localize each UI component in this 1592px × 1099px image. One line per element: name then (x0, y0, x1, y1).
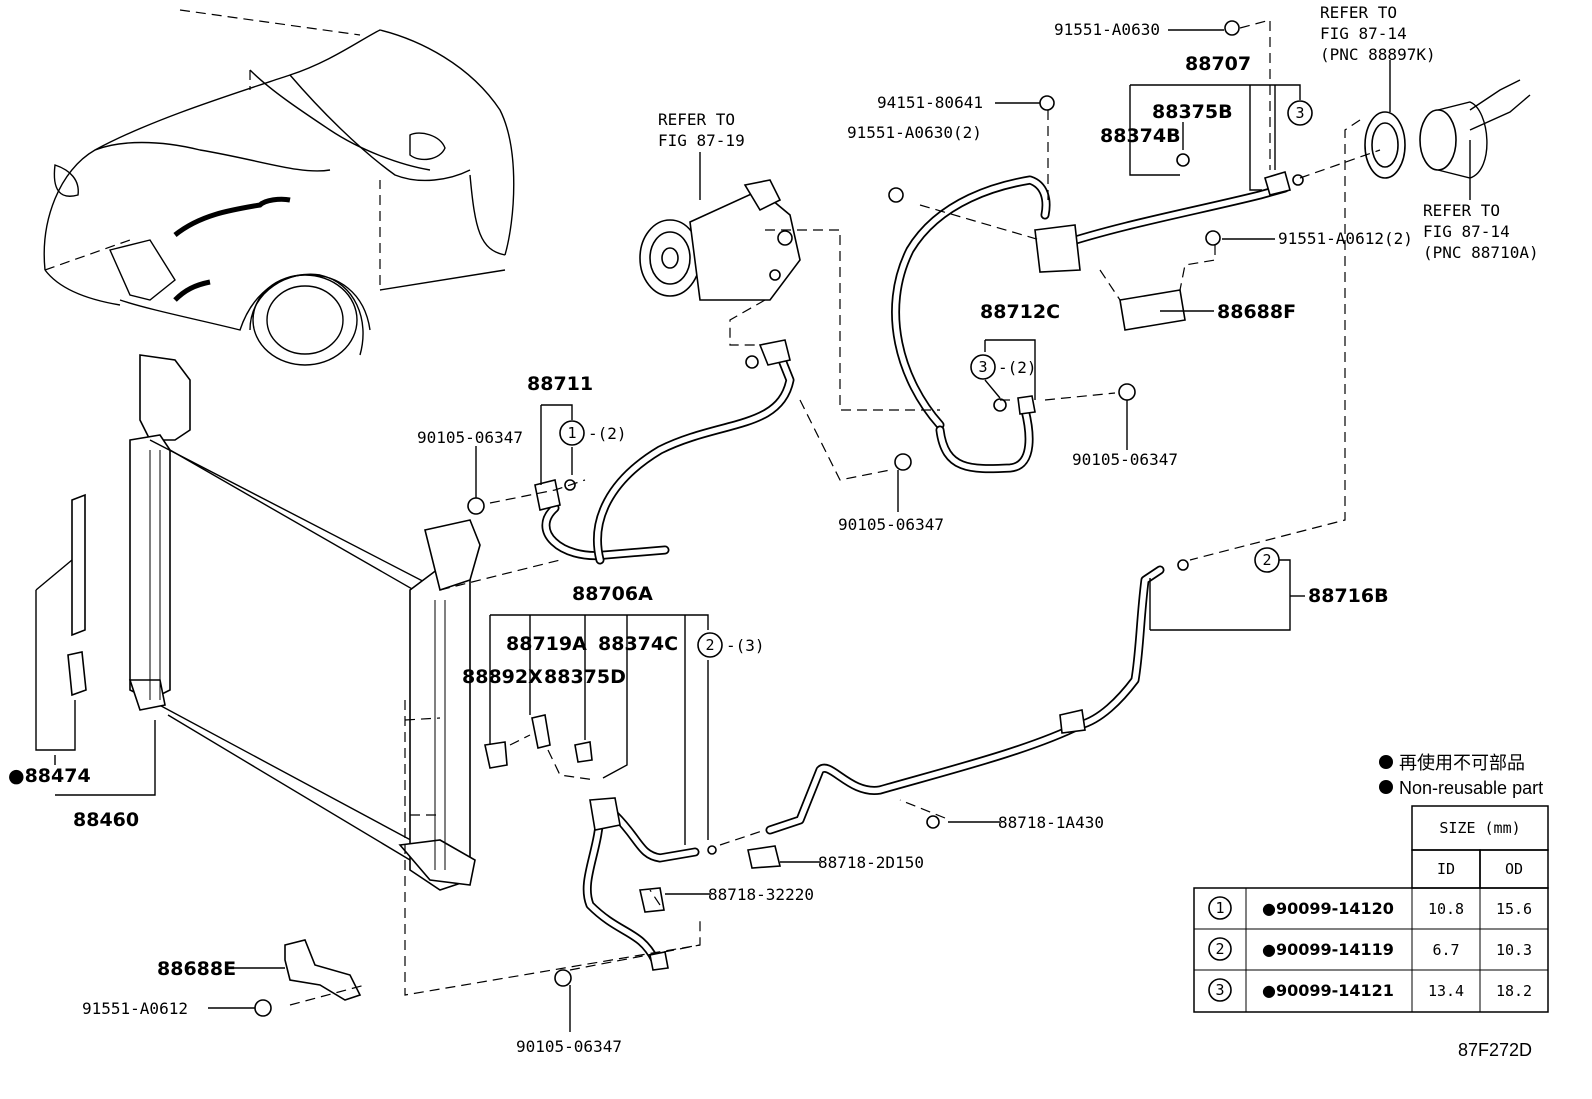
bracket-88688e (254, 20, 1240, 1017)
svg-text:●90099-14119: ●90099-14119 (1262, 940, 1394, 959)
svg-text:1: 1 (567, 424, 576, 442)
svg-text:3: 3 (978, 358, 987, 376)
svg-text:10.3: 10.3 (1496, 941, 1532, 959)
part-labels: 91551-A0630 88707 94151-80641 91551-A063… (8, 20, 1413, 1056)
pipe-88711 (534, 339, 795, 565)
svg-text:2: 2 (1262, 551, 1271, 569)
legend-en: Non-reusable part (1399, 778, 1543, 798)
svg-text:18.2: 18.2 (1496, 982, 1532, 1000)
label-88374b: 88374B (1100, 125, 1181, 147)
svg-text:REFER TO: REFER TO (1423, 201, 1500, 220)
svg-text:●90099-14120: ●90099-14120 (1262, 899, 1394, 918)
pipe-88712c (891, 175, 1051, 474)
svg-text:REFER TO: REFER TO (658, 110, 735, 129)
label-88892x: 88892X (462, 666, 543, 688)
svg-text:(PNC 88897K): (PNC 88897K) (1320, 45, 1436, 64)
svg-text:3: 3 (1295, 104, 1304, 122)
leader-lines (54, 29, 1471, 1032)
label-88460: 88460 (73, 809, 139, 831)
svg-text:●90099-14121: ●90099-14121 (1262, 981, 1394, 1000)
svg-text:6.7: 6.7 (1432, 941, 1459, 959)
label-88719a: 88719A (506, 633, 587, 655)
svg-text:13.4: 13.4 (1428, 982, 1464, 1000)
svg-text:-(2): -(2) (588, 424, 627, 443)
label-90105-06347-center: 90105-06347 (838, 515, 944, 534)
label-88718-2d150: 88718-2D150 (818, 853, 924, 872)
label-88374c: 88374C (598, 633, 678, 655)
compressor (639, 179, 801, 301)
label-91551-a0612: 91551-A0612 (82, 999, 188, 1018)
clutch-pulley (1292, 79, 1531, 186)
condenser-88460 (128, 354, 481, 891)
svg-text:FIG 87-14: FIG 87-14 (1320, 24, 1407, 43)
pipe-88716b (765, 559, 1189, 835)
label-94151-80641: 94151-80641 (877, 93, 983, 112)
svg-text:-(3): -(3) (726, 636, 765, 655)
label-88707: 88707 (1185, 53, 1251, 75)
label-88712c: 88712C (980, 301, 1060, 323)
svg-text:FIG 87-19: FIG 87-19 (658, 131, 745, 150)
label-90105-06347-right: 90105-06347 (1072, 450, 1178, 469)
svg-text:(PNC 88710A): (PNC 88710A) (1423, 243, 1539, 262)
svg-text:2: 2 (1215, 940, 1224, 958)
vehicle-outline (43, 9, 515, 366)
label-88716b: 88716B (1308, 585, 1389, 607)
label-88706a: 88706A (572, 583, 653, 605)
size-table-header: SIZE (mm) (1439, 819, 1520, 837)
size-table-col-od: OD (1505, 860, 1523, 878)
label-90105-06347-left: 90105-06347 (417, 428, 523, 447)
label-88375b: 88375B (1152, 101, 1233, 123)
label-88688f: 88688F (1217, 301, 1296, 323)
svg-text:REFER TO: REFER TO (1320, 3, 1397, 22)
pipe-88706a (484, 714, 782, 971)
label-88688e: 88688E (157, 958, 236, 980)
svg-text:FIG 87-14: FIG 87-14 (1423, 222, 1510, 241)
label-88711: 88711 (527, 373, 593, 395)
receiver-filter-88474 (35, 493, 87, 751)
label-90105-06347-bottom: 90105-06347 (516, 1037, 622, 1056)
callout-2-88706a: 2 -(3) (697, 632, 765, 658)
size-table-row: 2 ●90099-14119 6.7 10.3 (1208, 937, 1532, 961)
callout-3-88707: 3 (1287, 100, 1313, 126)
label-88474: ●88474 (8, 765, 91, 787)
legend-ja: 再使用不可部品 (1399, 753, 1525, 773)
size-table-col-id: ID (1437, 860, 1455, 878)
svg-text:10.8: 10.8 (1428, 900, 1464, 918)
size-table-row: 3 ●90099-14121 13.4 18.2 (1208, 978, 1532, 1002)
svg-text:2: 2 (705, 636, 714, 654)
callout-3-88712c: 3 -(2) (970, 354, 1037, 380)
svg-text:3: 3 (1215, 981, 1224, 999)
pipe-88707 (1034, 153, 1291, 331)
size-table-row: 1 ●90099-14120 10.8 15.6 (1208, 896, 1532, 920)
callout-2-88716b: 2 (1254, 547, 1280, 573)
assembly-lines (289, 19, 1381, 1006)
label-88718-32220: 88718-32220 (708, 885, 814, 904)
ref-fig-87-14-88710a: REFER TO FIG 87-14 (PNC 88710A) (1423, 201, 1539, 262)
label-88718-1a430: 88718-1A430 (998, 813, 1104, 832)
label-91551-a0612-2: 91551-A0612(2) (1278, 229, 1413, 248)
label-88375d: 88375D (544, 666, 626, 688)
callout-1-88711: 1 -(2) (559, 420, 627, 446)
svg-text:1: 1 (1215, 899, 1224, 917)
svg-text:15.6: 15.6 (1496, 900, 1532, 918)
ref-fig-87-14-88897k: REFER TO FIG 87-14 (PNC 88897K) (1320, 3, 1436, 64)
ref-fig-87-19: REFER TO FIG 87-19 (658, 110, 745, 150)
size-table: SIZE (mm) ID OD 1 ●90099-14120 10.8 15.6… (1193, 805, 1549, 1013)
label-91551-a0630: 91551-A0630 (1054, 20, 1160, 39)
legend: 再使用不可部品 Non-reusable part (1379, 753, 1543, 798)
label-91551-a0630-2: 91551-A0630(2) (847, 123, 982, 142)
diagram-code: 87F272D (1458, 1040, 1532, 1060)
svg-text:-(2): -(2) (998, 358, 1037, 377)
